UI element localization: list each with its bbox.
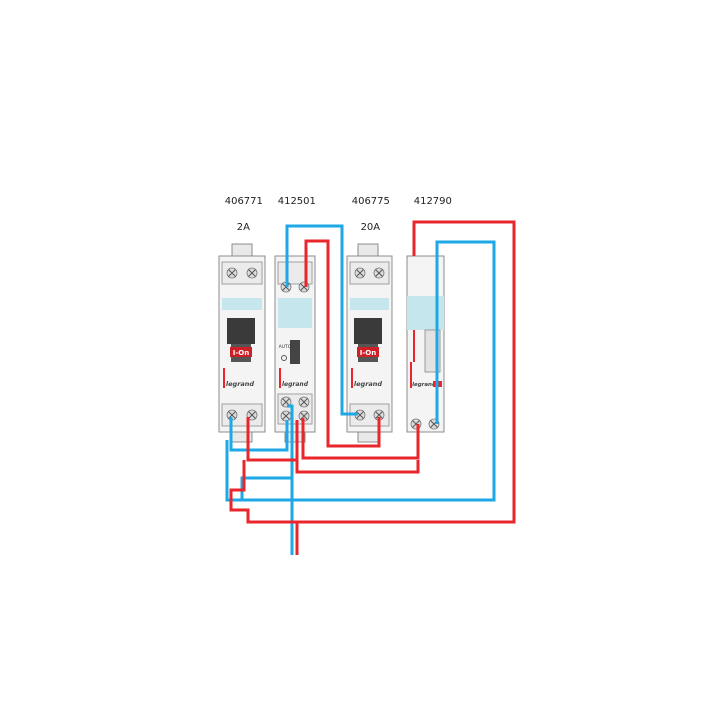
reference-number: 406775 <box>351 196 390 207</box>
module-label-2: 412501 <box>265 182 316 221</box>
phase-wire <box>295 460 420 474</box>
phase-wire <box>246 417 299 462</box>
din-clip-icon <box>284 431 306 443</box>
terminal-block <box>349 261 390 285</box>
handle-label-box <box>230 347 252 357</box>
screw-terminal-icon <box>226 267 238 279</box>
manual-switch <box>290 340 300 364</box>
remote-switch-module-412501: AUTO legrand <box>274 255 316 443</box>
label-window <box>278 298 312 328</box>
handle-label: I-On <box>360 349 376 357</box>
module-label-4: 412790 <box>401 182 452 221</box>
screw-terminal-icon <box>280 410 292 422</box>
module-label-3: 406775 20A <box>339 182 390 247</box>
reference-number: 412790 <box>413 196 452 207</box>
terminal-block <box>221 261 263 285</box>
reference-number: 412501 <box>277 196 316 207</box>
breaker-handle-icon <box>354 318 382 344</box>
brand-logo: legrand <box>412 382 436 388</box>
rating: 20A <box>360 222 381 233</box>
neutral-wiring <box>225 224 496 555</box>
label-window <box>222 298 262 310</box>
breaker-module-406771: I-On legrand <box>218 243 266 443</box>
breaker-handle-icon <box>227 318 255 344</box>
breaker-module-406775: I-On legrand <box>346 243 393 443</box>
reference-number: 406771 <box>224 196 263 207</box>
rating: 2A <box>236 222 250 233</box>
neutral-wire <box>285 224 358 416</box>
neutral-wire <box>240 476 292 500</box>
phase-wire <box>301 418 420 460</box>
screw-terminal-icon <box>373 267 385 279</box>
screw-terminal-icon <box>298 396 310 408</box>
brand-logo: legrand <box>282 381 309 388</box>
handle-label-box <box>357 347 379 357</box>
phase-wiring <box>229 220 516 555</box>
screw-terminal-icon <box>354 267 366 279</box>
din-clip-icon <box>357 431 379 443</box>
brand-logo: legrand <box>354 380 383 388</box>
switch-label: AUTO <box>279 344 292 350</box>
neutral-wire <box>229 417 289 452</box>
din-clip-icon <box>231 243 253 257</box>
indicator-icon <box>281 355 287 361</box>
screw-terminal-icon <box>246 267 258 279</box>
neutral-wire <box>225 240 496 502</box>
handle-label: I-On <box>233 349 249 357</box>
phase-wire <box>304 239 381 448</box>
module-label-1: 406771 2A <box>212 182 263 247</box>
label-window <box>350 298 389 310</box>
brand-logo: legrand <box>226 380 255 388</box>
neutral-wire <box>287 404 294 555</box>
din-clip-icon <box>357 243 379 257</box>
phase-wire <box>229 220 516 524</box>
